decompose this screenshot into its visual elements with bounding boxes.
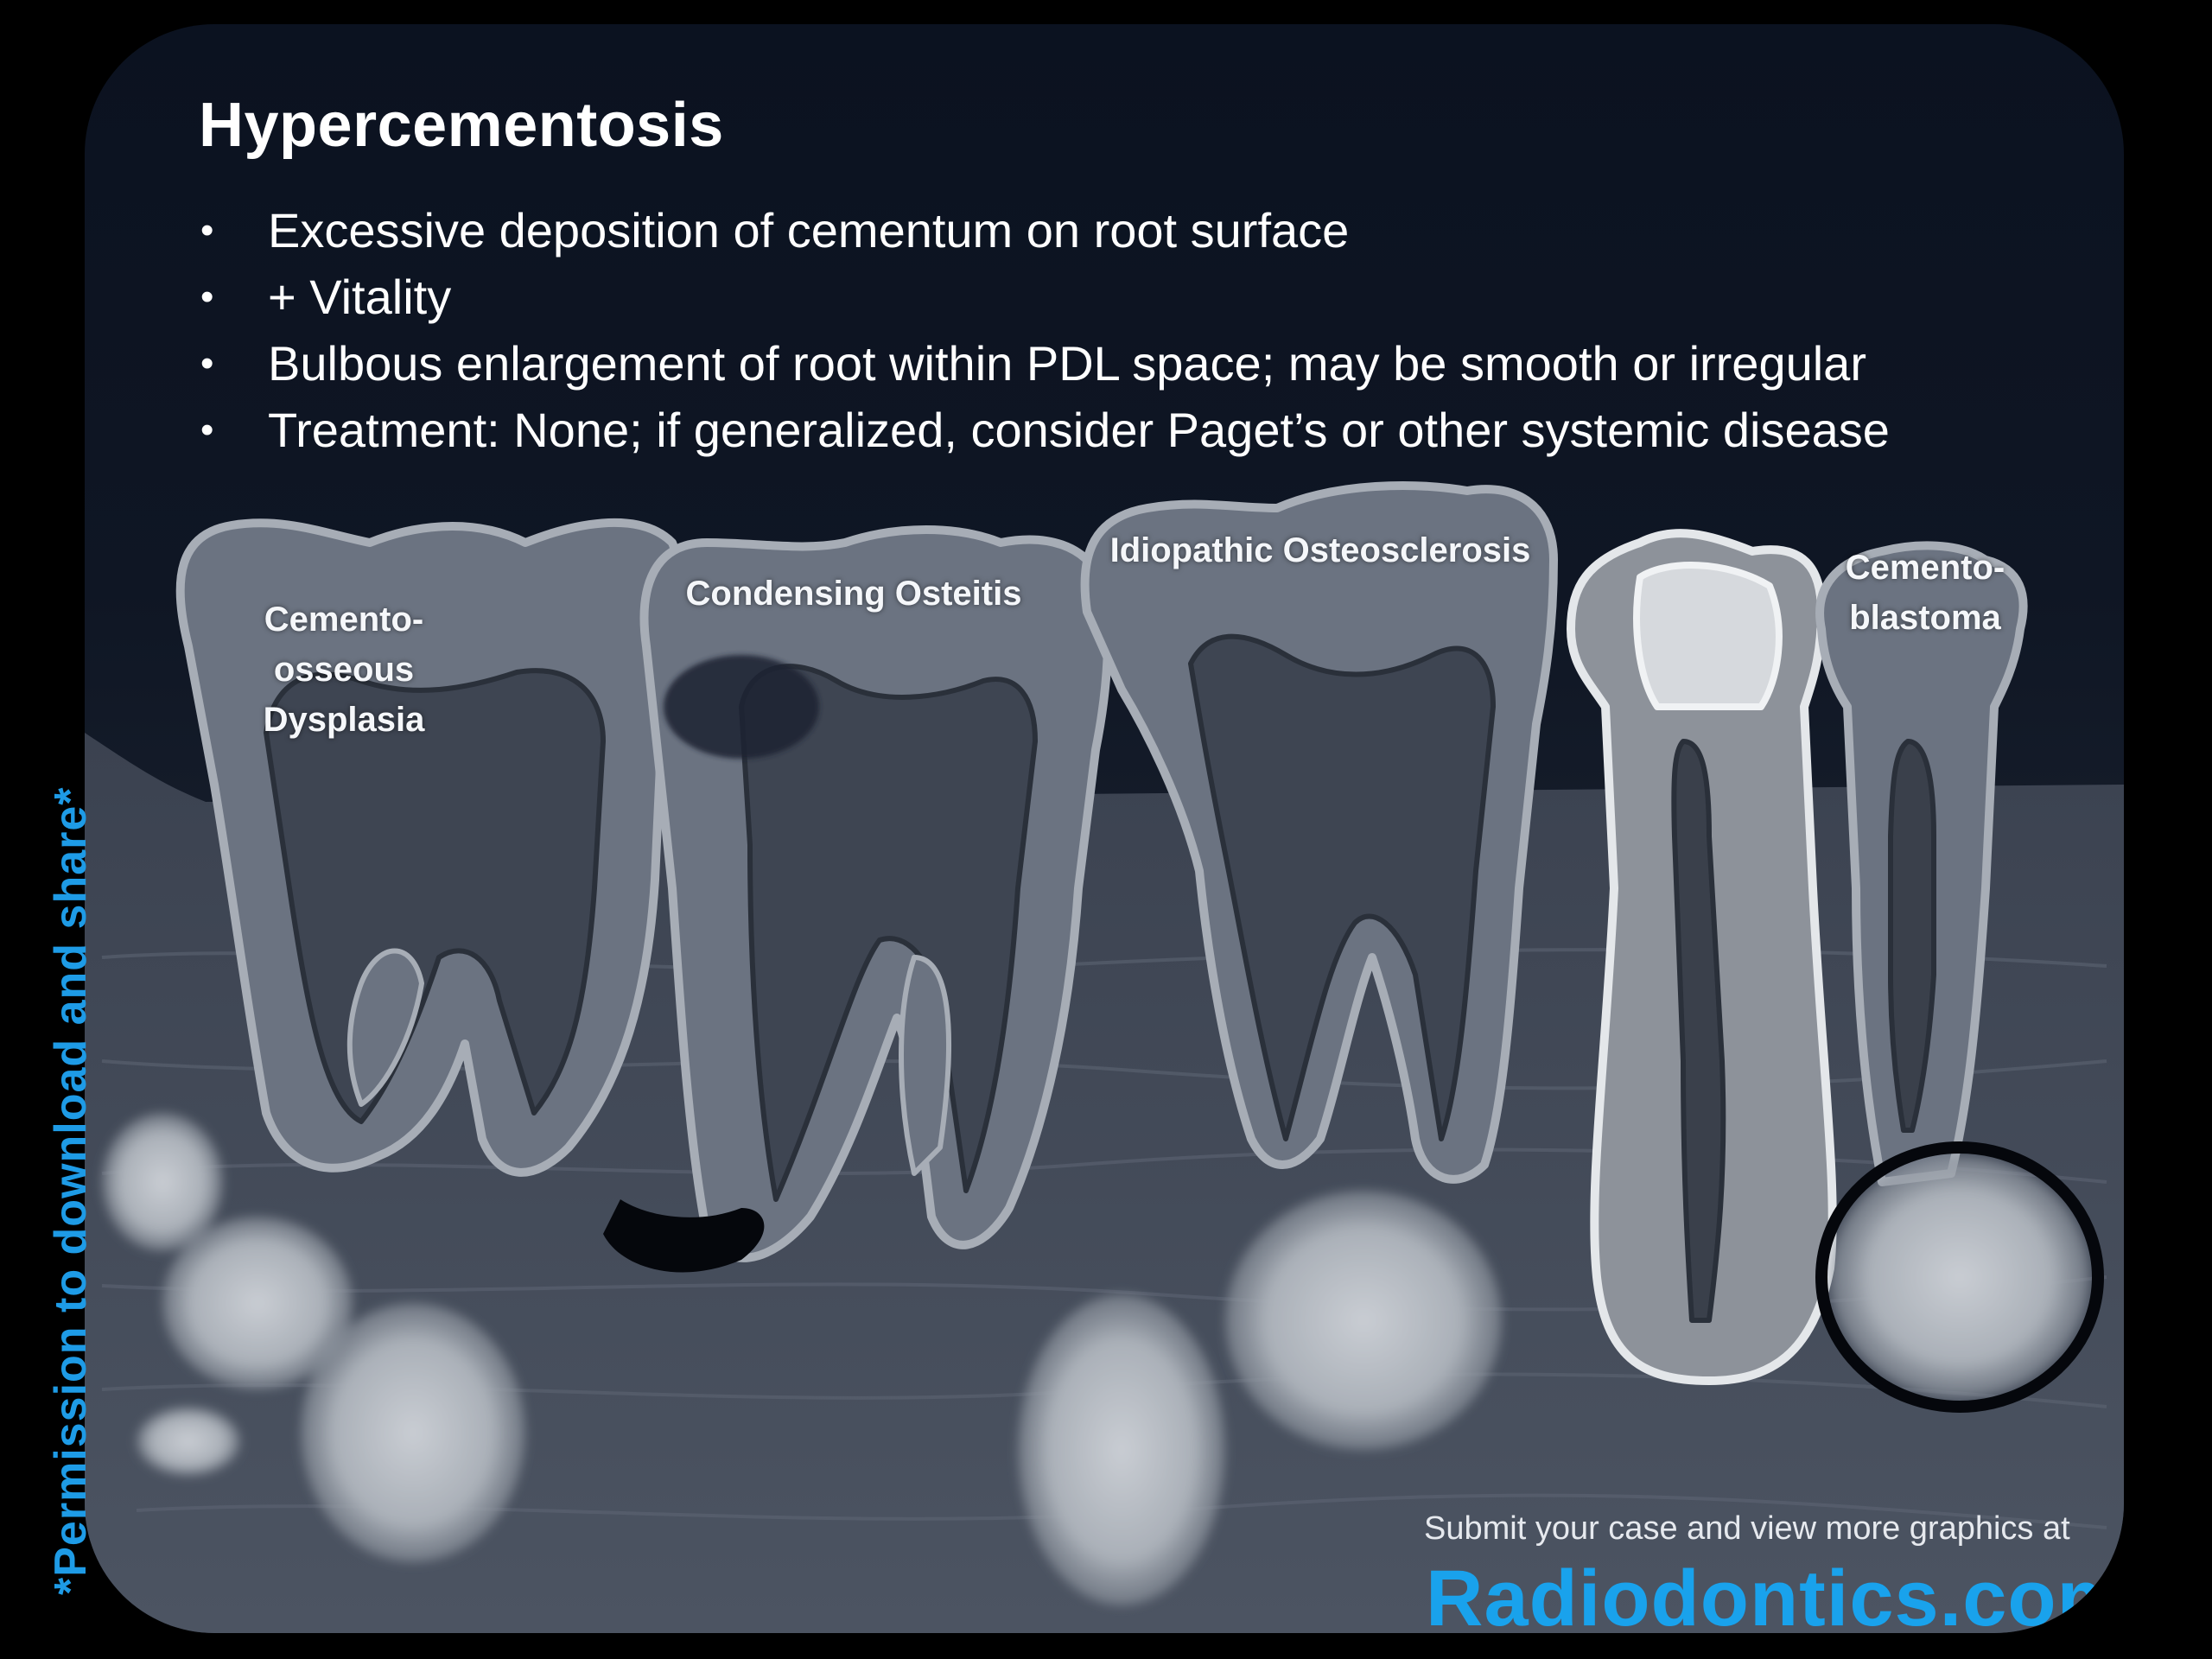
bullet-text: Excessive deposition of cementum on root… (268, 203, 1350, 257)
tooth-endo-treated (1567, 529, 1837, 1385)
label-cementoblastoma: Cemento- blastoma (1821, 543, 2029, 643)
bullet-text: Treatment: None; if generalized, conside… (268, 403, 1890, 457)
cementoblastoma-lesion (1830, 1156, 2089, 1398)
idiopathic-osteosclerosis-lesion (1018, 1294, 1225, 1605)
cod-lesion-3 (137, 1407, 240, 1476)
list-item: • Excessive deposition of cementum on roo… (195, 197, 1890, 264)
label-idiopathic-osteosclerosis: Idiopathic Osteosclerosis (1087, 525, 1554, 575)
periapical-radiolucency (603, 1199, 765, 1273)
label-line: Condensing Osteitis (685, 575, 1022, 613)
radiopaque-lesions (102, 1113, 2089, 1605)
cod-lesion-4 (301, 1303, 525, 1562)
illustration-panel: Hypercementosis • Excessive deposition of… (85, 24, 2124, 1633)
bullet-icon: • (200, 209, 214, 251)
footer-caption: Submit your case and view more graphics … (1424, 1510, 2070, 1547)
page-title: Hypercementosis (199, 91, 724, 160)
cod-lesion-2 (162, 1217, 353, 1389)
list-item: • + Vitality (195, 264, 1890, 330)
list-item: • Bulbous enlargement of root within PDL … (195, 330, 1890, 397)
side-permission-note: *Permission to download and share* (46, 786, 96, 1595)
bullet-list: • Excessive deposition of cementum on roo… (195, 197, 1890, 463)
condensing-osteitis-radiolucency (664, 655, 819, 759)
label-line: Cemento- (1845, 549, 2005, 587)
bullet-icon: • (200, 409, 214, 451)
tooth-molar-1 (175, 518, 686, 1177)
brand-logo-text: Radiodontics.com (1426, 1554, 2124, 1633)
label-line: Idiopathic Osteosclerosis (1109, 531, 1531, 569)
label-line: Cemento-osseous (264, 601, 424, 689)
radiograph-illustration (85, 481, 2124, 1633)
list-item: • Treatment: None; if generalized, consid… (195, 397, 1890, 463)
label-line: blastoma (1849, 599, 2001, 637)
condensing-osteitis-lesion (1225, 1191, 1502, 1450)
cod-lesion-1 (102, 1113, 223, 1251)
label-line: Dysplasia (263, 701, 425, 739)
bullet-icon: • (200, 342, 214, 385)
bullet-text: Bulbous enlargement of root within PDL s… (268, 336, 1866, 391)
bullet-text: + Vitality (268, 270, 452, 324)
label-condensing-osteitis: Condensing Osteitis (672, 569, 1035, 619)
bullet-icon: • (200, 276, 214, 318)
label-cemento-osseous-dysplasia: Cemento-osseous Dysplasia (214, 594, 474, 745)
tooth-molar-3 (1080, 481, 1558, 1184)
cementoblastoma-outline (1815, 1141, 2104, 1413)
tooth-premolar (1815, 541, 2028, 1186)
